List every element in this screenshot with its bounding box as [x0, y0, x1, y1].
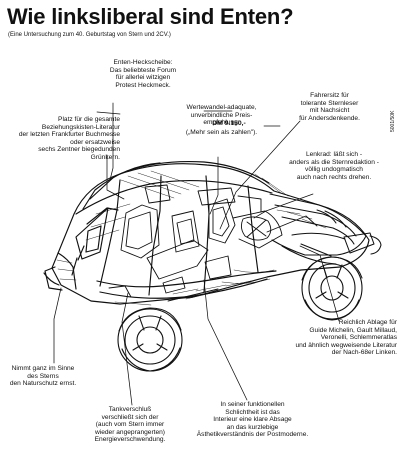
- rear-wheel: [118, 308, 182, 371]
- caption-price-note: („Mehr sein als zahlen").: [185, 129, 258, 137]
- caption-price-value: DM 9.150,-: [212, 119, 246, 127]
- front-wheel: [302, 257, 362, 320]
- caption-rear-window: Enten-Heckscheibe: Das beliebteste Forum…: [109, 59, 177, 89]
- caption-steering: Lenkrad: läßt sich - anders als die Ster…: [289, 151, 379, 181]
- caption-function: In seiner funktionellen Schlichtheit ist…: [196, 401, 309, 439]
- car-shading-lines: [57, 171, 326, 305]
- caption-rear-seat: Platz für die gesamte Beziehungskisten-L…: [18, 116, 120, 161]
- front-car-panel: [270, 194, 381, 264]
- headline: Wie linksliberal sind Enten?: [7, 4, 294, 29]
- price-caption-group: Wertewandel-adaquate, unverbindliche Pre…: [169, 104, 274, 142]
- caption-driver-seat: Fahrersitz für tolerante Sternleser mit …: [299, 92, 360, 122]
- caption-shelf: Reichlich Ablage für Guide Michelin, Gau…: [295, 319, 397, 357]
- car-interior: [109, 185, 317, 301]
- car-body: [44, 162, 369, 304]
- caption-price: Wertewandel-adaquate, unverbindliche Pre…: [186, 104, 257, 127]
- caption-nature: Nimmt ganz im Sinne des Sterns den Natur…: [9, 365, 77, 388]
- subheadline: (Eine Untersuchung zum 40. Geburtstag vo…: [8, 32, 171, 38]
- side-code: 5001/50K: [390, 110, 396, 132]
- caption-tank: Tankverschluß verschließt sich der (auch…: [94, 406, 166, 444]
